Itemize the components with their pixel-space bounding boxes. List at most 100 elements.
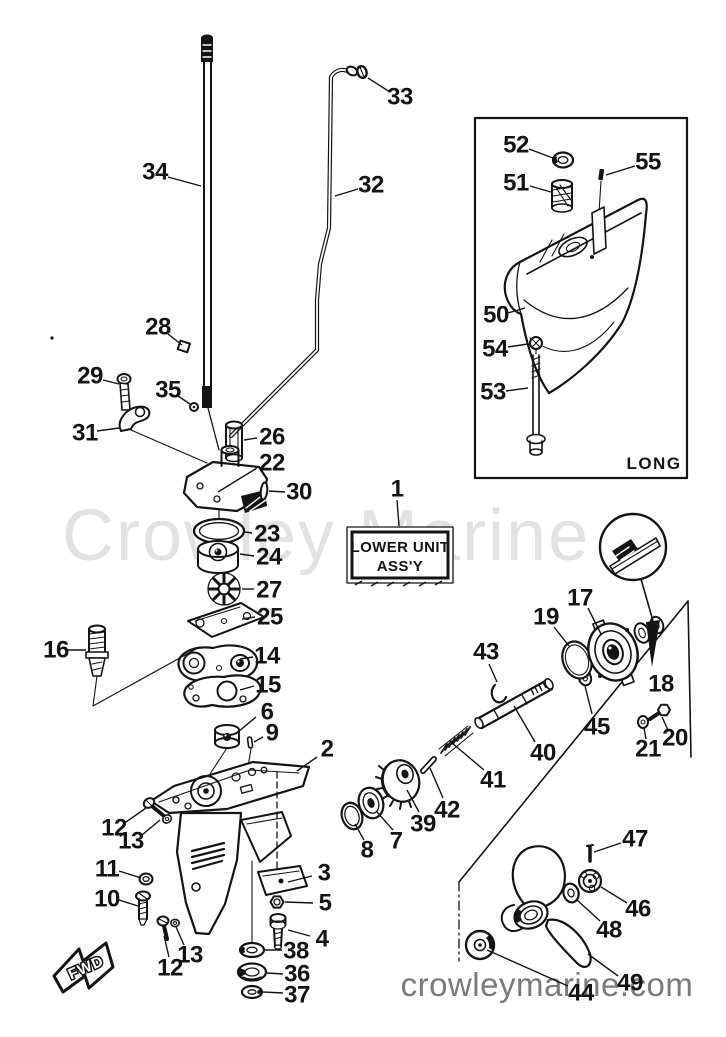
part-bolt-10 [135,890,151,926]
leader-53 [505,387,529,392]
leader-6 [237,716,257,733]
callout-51: 51 [503,170,529,197]
part-cup-24 [197,540,239,574]
callout-54: 54 [482,336,509,363]
leader-41 [451,742,485,771]
leader-49 [587,953,619,977]
callout-25: 25 [257,604,283,631]
leader-40 [513,705,536,743]
part-washer-48 [562,882,580,904]
leader-36 [266,972,284,975]
part-washer-13a [161,814,173,824]
callout-16: 16 [43,637,69,664]
callout-1: 1 [391,476,404,503]
part-seal-52 [551,151,575,169]
part-plate-25 [187,602,265,638]
leader-48 [575,898,601,922]
leader-12-2 [163,935,170,958]
leader-44 [486,949,569,987]
part-plug-16 [85,624,197,707]
part-pin-30 [259,481,269,501]
callout-45: 45 [584,714,610,741]
leader-28 [167,333,183,346]
callout-42: 42 [434,797,460,824]
leader-10 [118,899,139,907]
callout-15: 15 [255,672,281,699]
callout-18: 18 [648,671,674,698]
callout-14: 14 [254,643,281,670]
callout-13: 13 [118,828,144,855]
leader-7 [376,811,394,831]
callout-4: 4 [316,926,330,953]
callout-6: 6 [261,699,274,726]
leader-8 [354,823,365,841]
leader-29 [102,379,120,385]
leader-30 [268,490,286,493]
callout-24: 24 [256,544,283,571]
callout-37: 37 [284,982,310,1009]
leader-54 [507,343,529,348]
leader-31 [96,427,120,432]
callout-26: 26 [259,424,285,451]
callout-38: 38 [283,938,309,965]
part-washer-13b [170,918,181,928]
callout-40: 40 [530,740,556,767]
callout-29: 29 [77,363,103,390]
leader-9 [253,736,264,743]
leader-47 [593,842,622,853]
callout-20: 20 [662,725,688,752]
center-watermark: Crowley Marine [62,496,590,576]
callout-9: 9 [266,720,279,747]
part-screw-12b [156,915,170,941]
part-spring-41 [438,725,474,757]
callout-8: 8 [361,837,374,864]
leader-4 [287,929,311,937]
callout-12-2: 12 [157,955,183,982]
leader-45 [584,685,593,715]
leader-24 [239,553,255,557]
callout-30: 30 [286,479,312,506]
part-washer-54 [529,336,543,355]
leader-50 [507,307,526,314]
callout-35: 35 [155,377,181,404]
part-shift-rod [228,65,359,439]
part-thrust-washer-44 [464,929,496,961]
callout-23: 23 [254,521,280,548]
leader-55 [605,165,636,176]
callout-49: 49 [617,970,643,997]
callout-34: 34 [142,159,169,186]
long-variant-inset: LONG [473,116,689,480]
leader-22 [217,467,258,493]
part-propeller-49 [500,845,592,968]
leader-37 [262,991,284,994]
callout-layer: 1234567891011121312131415161718192021222… [43,77,688,1009]
leader-39 [406,789,420,813]
part-washer-11 [138,872,154,886]
callout-27: 27 [256,577,282,604]
part-anode-3 [257,865,308,896]
part-prop-nut-46 [577,868,603,894]
footer-watermark: crowleymarine.com [401,966,694,1003]
leader-1 [396,499,400,527]
leader-17 [587,607,602,635]
callout-10: 10 [94,886,120,913]
leader-42 [429,767,444,799]
part-washer-37 [240,984,264,1000]
callout-44: 44 [568,980,595,1007]
callout-3: 3 [318,860,331,887]
callout-50: 50 [483,302,509,329]
leader-12 [125,807,147,823]
print-dot [50,336,54,340]
part-washer-38 [238,941,266,959]
part-grommet-6 [209,724,240,775]
leader-20 [661,716,669,731]
part-bearing-carrier-17 [587,619,639,687]
leader-51 [529,185,552,193]
leader-35 [177,395,191,405]
spline-detail-circle [598,512,668,622]
leader-13 [141,819,161,836]
leader-11 [118,870,142,879]
part-seals-18 [633,615,665,667]
